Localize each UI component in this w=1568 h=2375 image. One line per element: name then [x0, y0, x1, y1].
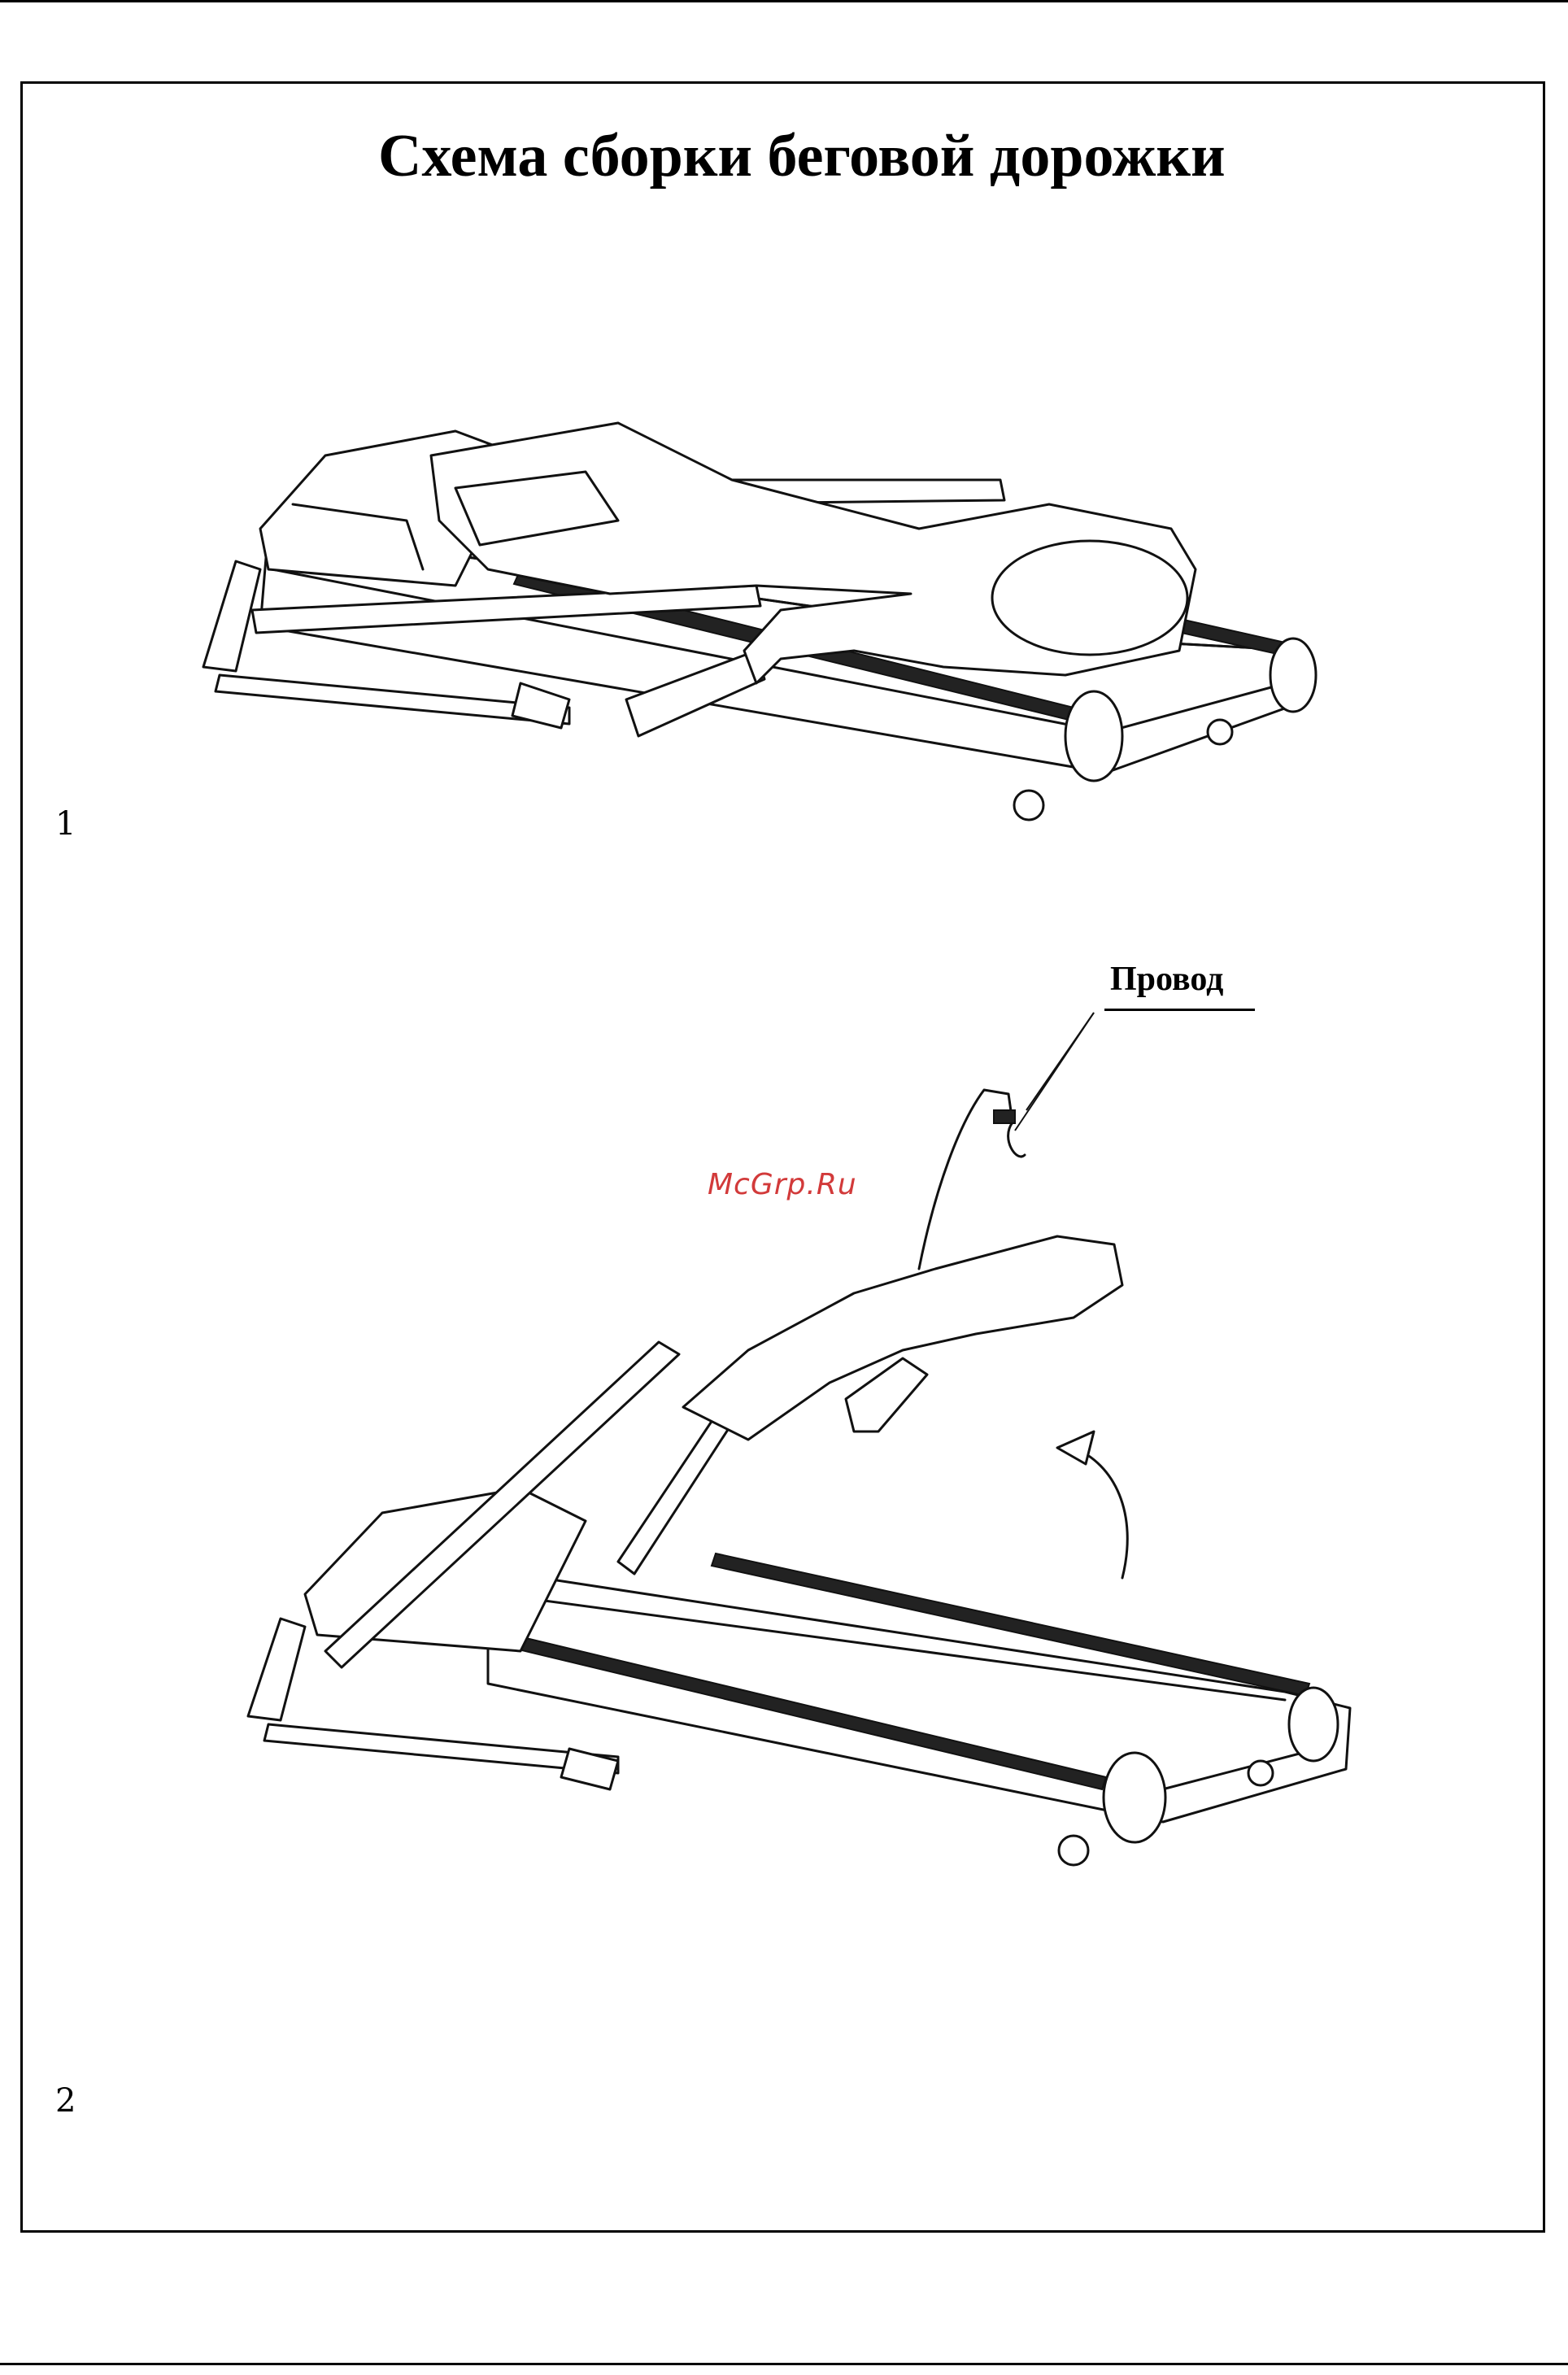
- figure-2-number: 2: [55, 2082, 76, 2120]
- figure-2-treadmill-illustration: [248, 1013, 1350, 1865]
- watermark: McGrp.Ru: [708, 1168, 857, 1201]
- figure-1-treadmill-illustration: [203, 423, 1316, 820]
- figure-1-number: 1: [55, 805, 76, 843]
- wire-callout-underline: [1104, 1009, 1255, 1011]
- wire-callout-label: Провод: [1110, 960, 1223, 999]
